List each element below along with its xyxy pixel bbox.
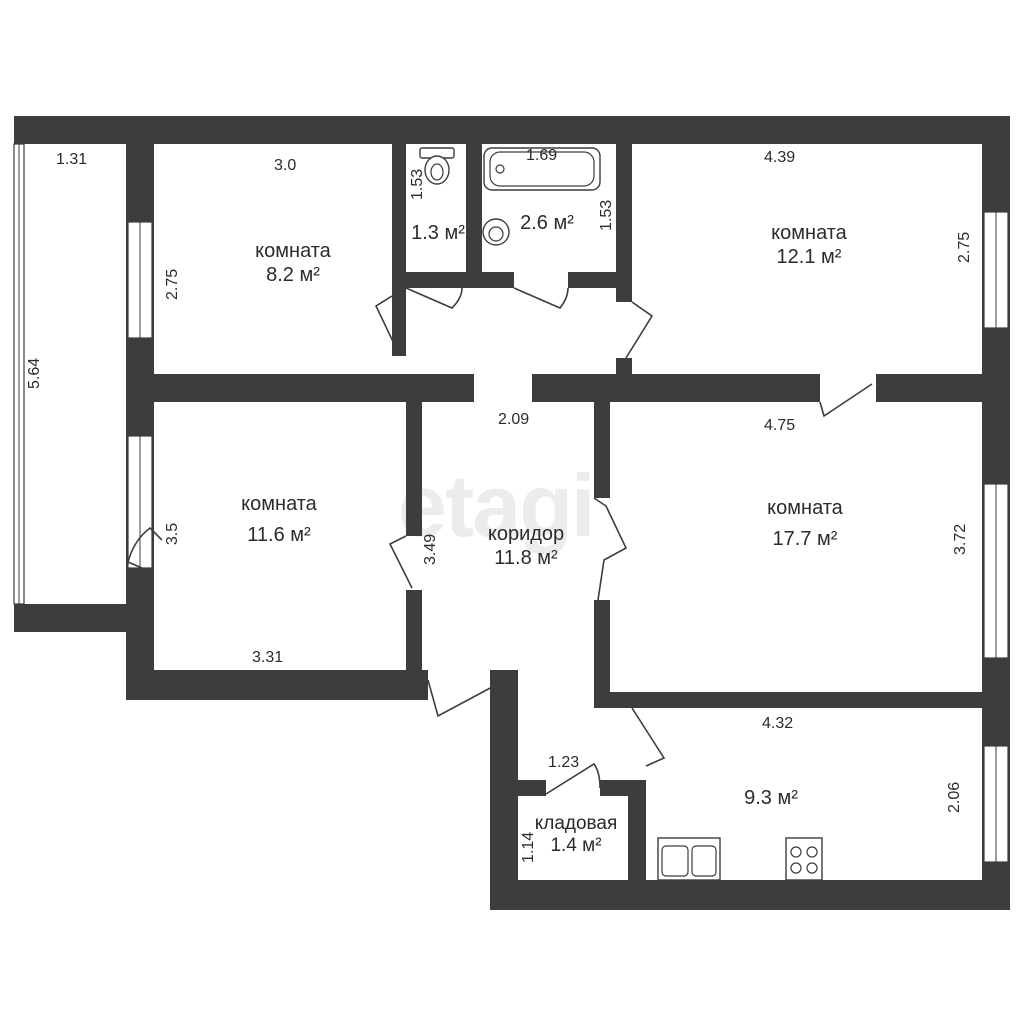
room2-name: комната [771, 222, 847, 244]
wall-storage-top-left [518, 780, 546, 796]
room4-label: комната 17.7 м² [738, 498, 872, 549]
wall-room1-right [392, 144, 406, 356]
bathtub-icon [483, 147, 601, 191]
wall-room4-left-bottom [594, 600, 610, 708]
wc-area: 1.3 м² [411, 222, 465, 244]
wall-bottom [490, 880, 1010, 910]
stove-icon [785, 837, 823, 881]
corridor-name: коридор [487, 523, 565, 545]
room2-label: комната 12.1 м² [742, 223, 876, 267]
dim-balcony-width: 1.31 [56, 151, 88, 168]
door-bath [513, 287, 569, 309]
room1-name: комната [255, 240, 331, 262]
storage-name: кладовая [534, 813, 618, 834]
kitchen-sink-icon [657, 837, 721, 881]
door-kitchen [631, 707, 666, 767]
wall-storage-left [490, 670, 518, 910]
room4-area: 17.7 м² [772, 528, 838, 550]
corridor-label: коридор 11.8 м² [466, 524, 586, 568]
dim-bath-height: 1.53 [598, 199, 615, 231]
kitchen-area: 9.3 м² [744, 787, 798, 809]
dim-room3-width: 3.31 [252, 649, 284, 666]
wall-room3-right-bottom [406, 590, 422, 670]
room1-area: 8.2 м² [266, 264, 320, 286]
room2-area: 12.1 м² [776, 246, 842, 268]
wall-mid-left [154, 374, 474, 402]
door-room1 [374, 295, 399, 353]
wall-hall-right [616, 358, 632, 378]
door-wc [405, 287, 463, 309]
dim-hall-width: 2.09 [498, 411, 530, 428]
wall-wc-bath [466, 144, 482, 288]
room1-label: комната 8.2 м² [226, 241, 360, 285]
room3-name: комната [241, 493, 317, 515]
door-room4 [593, 497, 628, 601]
door-room2-hall [819, 383, 873, 418]
wall-room4-left-top [594, 402, 610, 498]
door-room3 [388, 535, 413, 589]
wall-left [126, 116, 154, 700]
room3-label: комната 11.6 м² [212, 494, 346, 545]
storage-area: 1.4 м² [550, 835, 602, 856]
corridor-area: 11.8 м² [494, 547, 558, 569]
dim-room4-height: 3.72 [952, 523, 969, 555]
wall-left-bottom [126, 670, 428, 700]
wall-top [14, 116, 1010, 144]
wall-wc-bottom [406, 272, 514, 288]
wall-room4-bottom [594, 692, 982, 708]
door-storage [545, 762, 601, 795]
dim-kitchen-height: 2.06 [946, 781, 963, 813]
wall-room3-right-top [406, 402, 422, 536]
dim-room4-width: 4.75 [764, 417, 796, 434]
door-room2 [625, 301, 654, 359]
wall-mid-right [876, 374, 982, 402]
wall-storage-right [628, 780, 646, 880]
dim-storage-width: 1.23 [548, 754, 580, 771]
dim-room2-height: 2.75 [956, 231, 973, 263]
washbasin-icon [482, 218, 510, 246]
dim-corridor-height: 3.49 [422, 533, 439, 565]
dim-room3-height: 3.5 [164, 522, 181, 546]
dim-storage-height: 1.14 [520, 831, 537, 863]
dim-room1-height: 2.75 [164, 268, 181, 300]
wall-bath-bottom [568, 272, 616, 288]
bath-area: 2.6 м² [520, 212, 574, 234]
watermark: etagi [398, 456, 595, 555]
door-entrance [427, 679, 495, 718]
door-room3-balcony [127, 526, 163, 569]
dim-balcony-height: 5.64 [26, 357, 43, 389]
dim-wc-height: 1.53 [409, 168, 426, 200]
storage-label: кладовая 1.4 м² [526, 814, 626, 855]
wall-bath-right [616, 144, 632, 302]
dim-kitchen-width: 4.32 [762, 715, 794, 732]
room3-area: 11.6 м² [247, 524, 311, 546]
wall-mid-center [532, 374, 820, 402]
room4-name: комната [767, 497, 843, 519]
dim-room2-width: 4.39 [764, 149, 796, 166]
dim-room1-width: 3.0 [274, 157, 297, 174]
dim-bath-width: 1.69 [526, 147, 558, 164]
